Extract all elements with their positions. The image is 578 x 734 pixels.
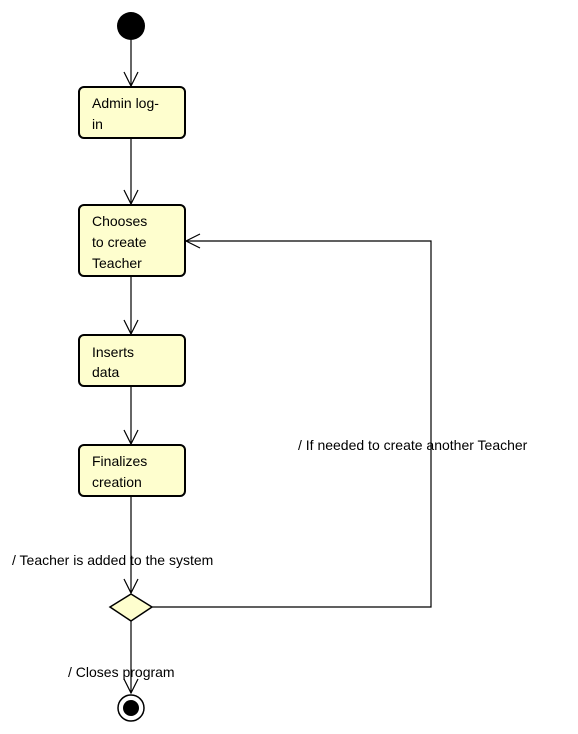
choose-line-2: to create — [92, 234, 147, 250]
edge-loop-back-to-choose — [152, 233, 432, 608]
edge-finalize-to-decision — [123, 496, 139, 595]
finalize-line-1: Finalizes — [92, 453, 147, 469]
activity-insert-data: Inserts data — [78, 334, 186, 387]
edge-insert-to-finalize — [123, 386, 139, 446]
start-node — [117, 12, 145, 40]
activity-choose-create-teacher: Chooses to create Teacher — [78, 204, 186, 277]
activity-admin-login: Admin log- in — [78, 86, 186, 139]
admin-login-line-2: in — [92, 116, 103, 132]
insert-line-1: Inserts — [92, 344, 134, 360]
edge-start-to-login — [123, 40, 139, 88]
activity-finalize-creation: Finalizes creation — [78, 444, 186, 497]
edge-label-another-teacher: / If needed to create another Teacher — [298, 437, 528, 453]
insert-line-2: data — [92, 364, 119, 380]
end-node — [117, 694, 145, 722]
choose-line-1: Chooses — [92, 213, 147, 229]
choose-line-3: Teacher — [92, 255, 142, 271]
admin-login-line-1: Admin log- — [92, 95, 159, 111]
edge-decision-to-end — [123, 621, 139, 695]
finalize-line-2: creation — [92, 474, 142, 490]
edge-choose-to-insert — [123, 276, 139, 336]
edge-label-teacher-added: / Teacher is added to the system — [12, 552, 213, 568]
decision-diamond — [108, 593, 154, 622]
edge-label-closes-program: / Closes program — [68, 664, 175, 680]
edge-login-to-choose — [123, 138, 139, 206]
